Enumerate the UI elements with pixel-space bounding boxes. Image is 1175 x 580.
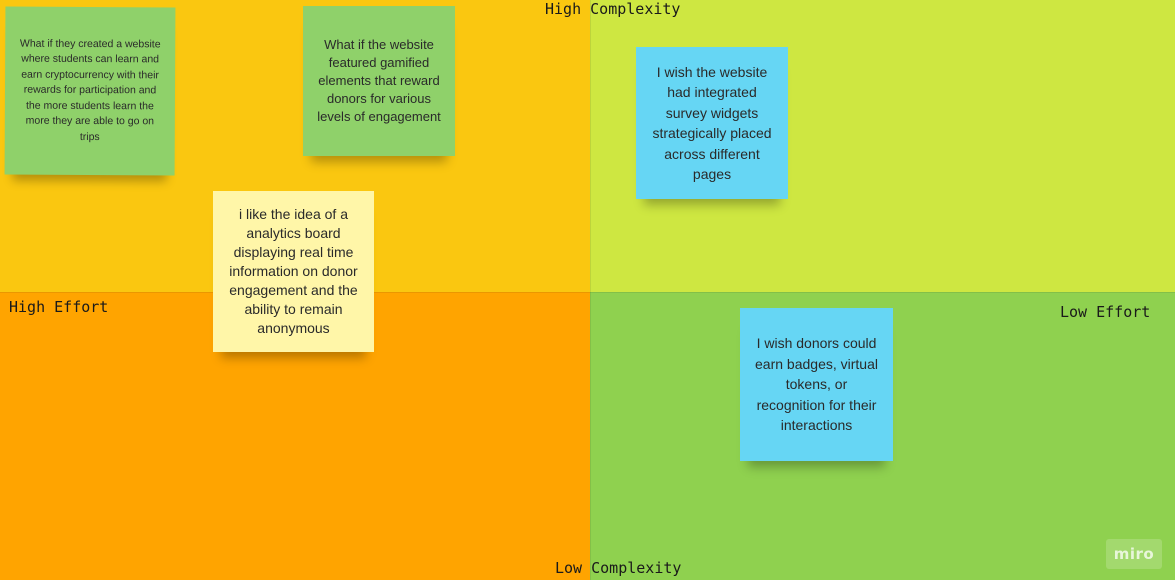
sticky-note-analytics-board[interactable]: i like the idea of a analytics board dis… [213, 191, 374, 352]
axis-label-low-complexity: Low Complexity [555, 559, 682, 577]
sticky-note-donor-badges[interactable]: I wish donors could earn badges, virtual… [740, 308, 893, 461]
miro-logo: miro [1106, 539, 1162, 569]
sticky-note-survey-widgets[interactable]: I wish the website had integrated survey… [636, 47, 788, 199]
axis-label-high-complexity: High Complexity [545, 0, 681, 18]
vertical-axis-divider [590, 0, 591, 580]
sticky-note-text: I wish donors could earn badges, virtual… [755, 335, 878, 434]
sticky-note-text: i like the idea of a analytics board dis… [229, 206, 358, 336]
sticky-note-text: What if they created a website where stu… [19, 37, 161, 143]
axis-label-high-effort: High Effort [9, 298, 109, 316]
sticky-note-crypto-learning[interactable]: What if they created a website where stu… [4, 6, 176, 176]
sticky-note-gamified-elements[interactable]: What if the website featured gamified el… [303, 6, 455, 156]
sticky-note-text: What if the website featured gamified el… [317, 37, 441, 124]
horizontal-axis-divider [0, 292, 1175, 293]
axis-label-low-effort: Low Effort [1060, 303, 1151, 321]
sticky-note-text: I wish the website had integrated survey… [652, 63, 772, 183]
